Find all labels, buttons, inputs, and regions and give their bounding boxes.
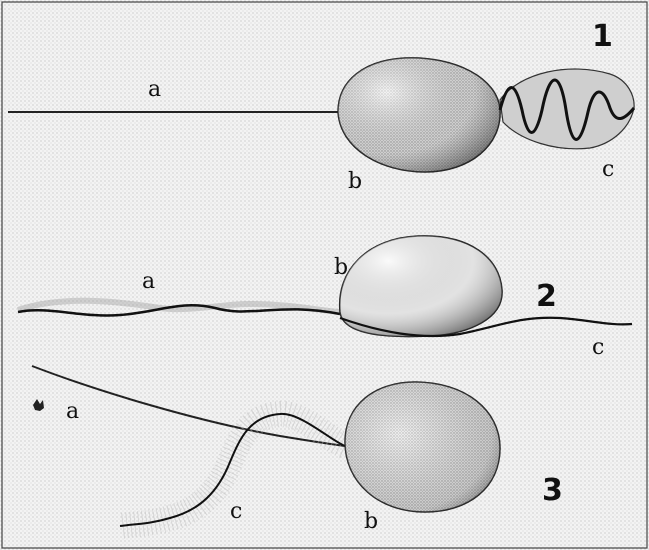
panel-3-label-a: a bbox=[66, 399, 79, 424]
panel-3-label-b: b bbox=[364, 509, 378, 534]
panel-1-label-a: a bbox=[148, 77, 161, 102]
panel-1-label-b: b bbox=[348, 169, 362, 194]
panel-3-label-c: c bbox=[230, 499, 242, 524]
panel-1-number: 1 bbox=[592, 19, 613, 54]
panel-2-label-b: b bbox=[334, 255, 348, 280]
panel-3-cell-body-shading bbox=[345, 382, 500, 512]
panel-2-number: 2 bbox=[536, 279, 557, 314]
panel-2-label-a: a bbox=[142, 269, 155, 294]
panel-2-label-c: c bbox=[592, 335, 604, 360]
panel-1-label-c: c bbox=[602, 157, 614, 182]
panel-3-number: 3 bbox=[542, 473, 563, 508]
